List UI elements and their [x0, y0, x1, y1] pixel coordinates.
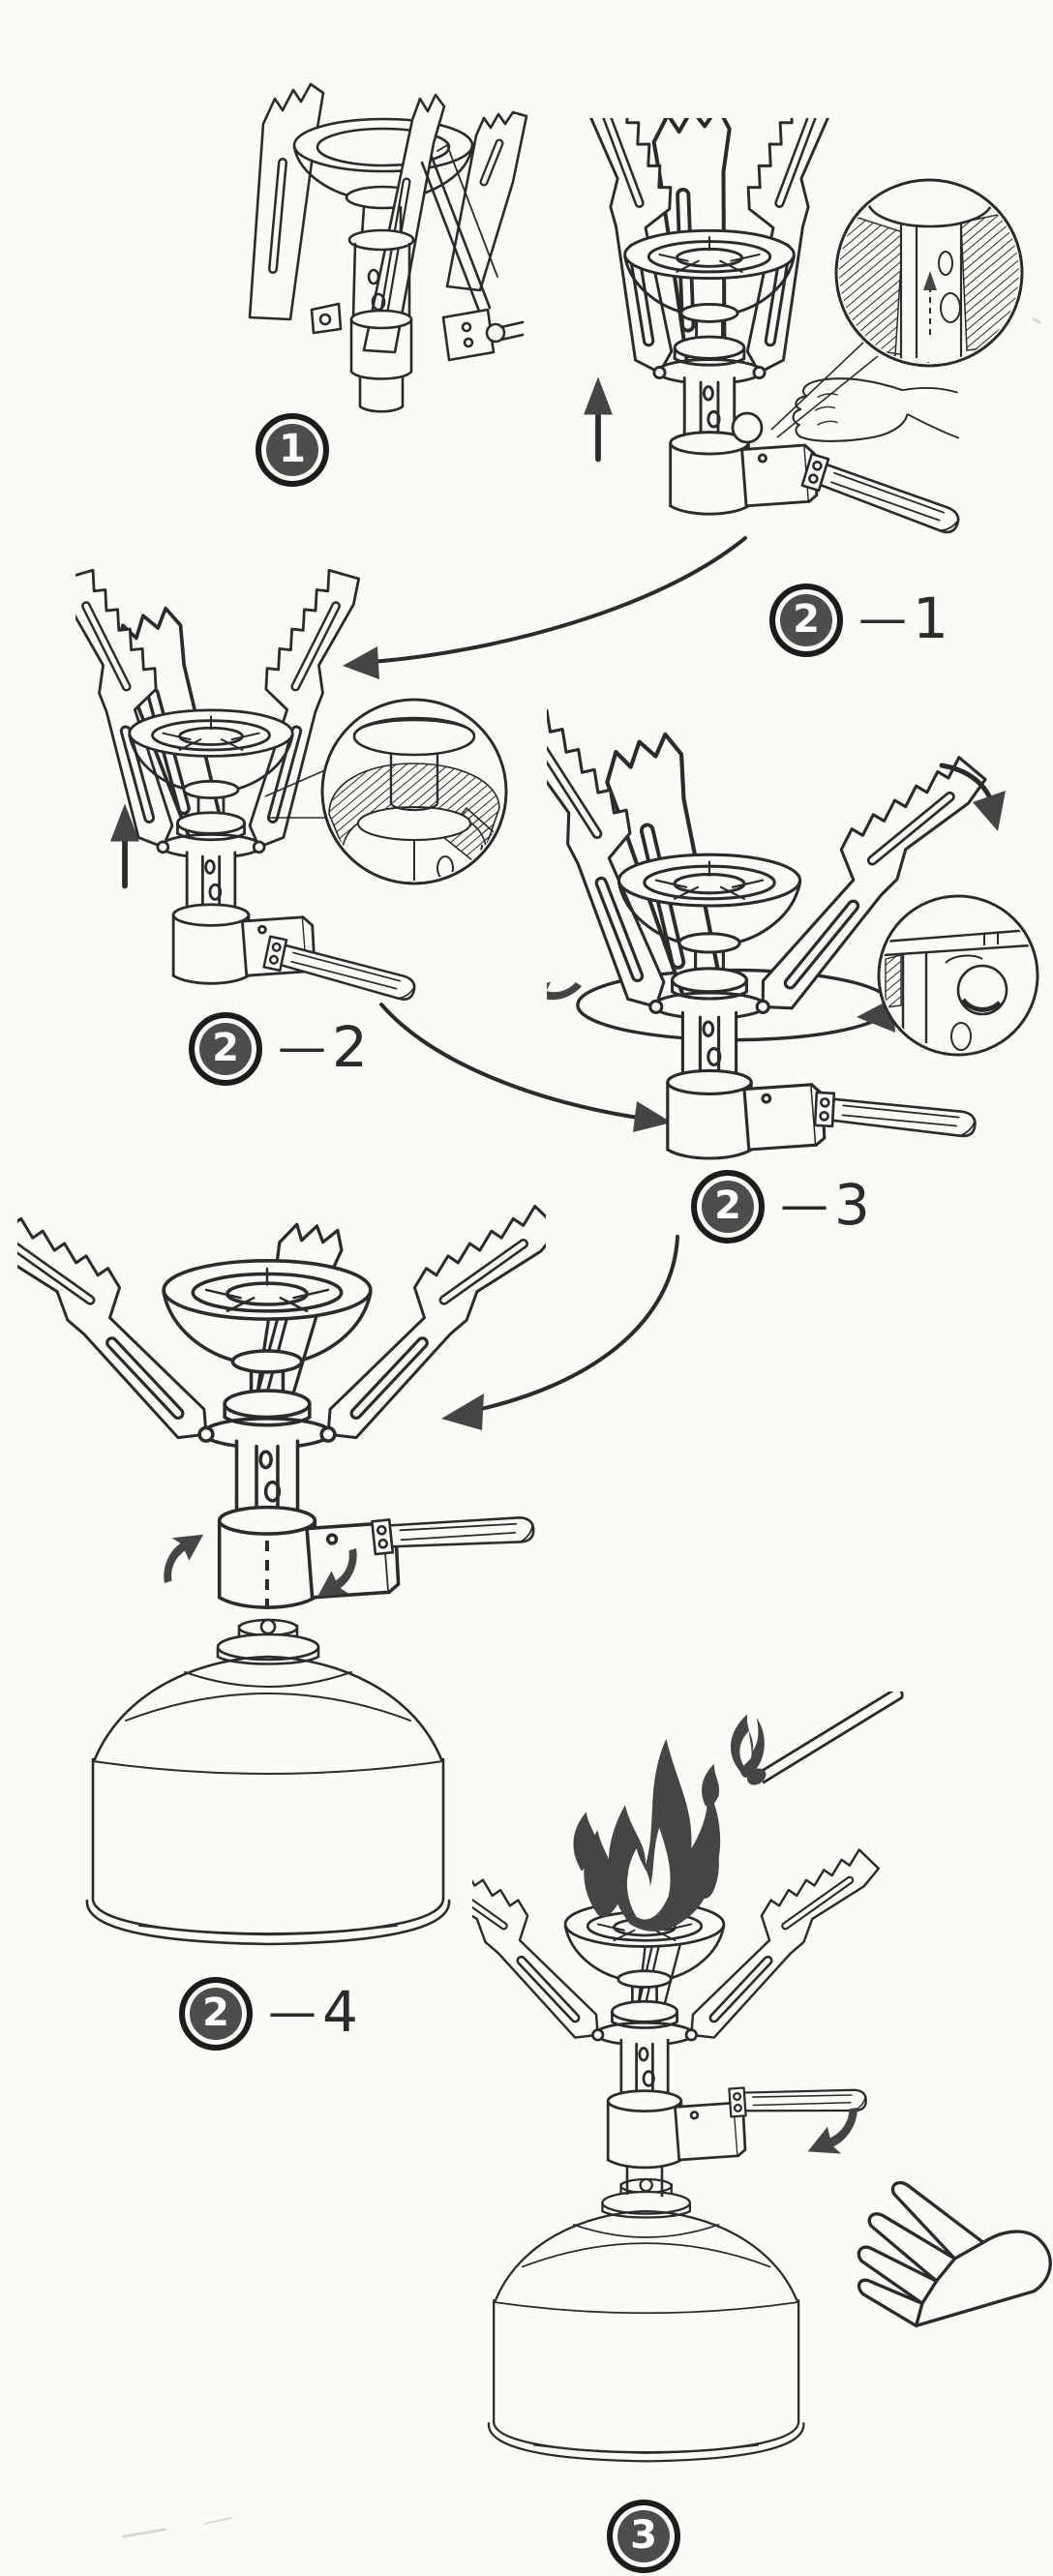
folded-leg-rods: [420, 155, 492, 315]
flow-arrow-2-3-to-2-4: [424, 1221, 705, 1444]
figure-step-1: [194, 27, 581, 426]
stove-lighting-illustration: [472, 1692, 1052, 2463]
step-suffix: 3: [834, 1172, 870, 1238]
stove-column: [347, 205, 415, 319]
step-label-1: 1: [256, 413, 350, 487]
step-suffix: 4: [322, 1979, 358, 2045]
stove-mount-illustration: [17, 1150, 546, 1946]
stove-folded-illustration: [248, 82, 528, 413]
step-separator: —: [278, 1019, 326, 1075]
stove-opening-illustration: [576, 118, 1024, 537]
step-badge: 2: [179, 1977, 253, 2051]
figure-step-2-2: [75, 564, 523, 1019]
step-label-2-1: 2 — 1: [769, 584, 948, 657]
step-suffix: 2: [332, 1014, 368, 1080]
stove-opening-illustration: [75, 564, 508, 1003]
hand-icon: [792, 377, 960, 442]
step-badge: 2: [769, 584, 843, 657]
figure-step-3: [472, 1692, 1053, 2576]
step-badge: 1: [256, 413, 329, 487]
support-pivot-knob: [731, 411, 764, 444]
flow-arrow-2-1-to-2-2: [339, 521, 761, 685]
rotation-arrow-icon: [939, 763, 1006, 831]
figure-step-2-3: [547, 709, 1053, 1180]
gas-canister: [487, 2177, 805, 2463]
hand-icon: [857, 2180, 1052, 2328]
flow-arrow-2-2-to-2-3: [366, 995, 685, 1145]
match-icon: [729, 1692, 904, 1790]
folding-handle: [799, 452, 966, 537]
step-separator: —: [858, 590, 907, 646]
flame-icon: [573, 1738, 721, 1932]
step-suffix: 1: [913, 585, 948, 651]
folding-handle: [728, 2078, 868, 2121]
step-separator: —: [268, 1984, 316, 2040]
up-arrow-icon: [584, 376, 613, 459]
step-label-3: 3: [607, 2500, 702, 2573]
step-label-2-4: 2 — 4: [179, 1977, 358, 2051]
figure-step-2-4: [17, 1150, 546, 1962]
magnifier-inset: [877, 894, 1039, 1057]
step-badge: 2: [189, 1012, 262, 1086]
step-separator: —: [780, 1177, 828, 1233]
rotation-arrow-icon: [799, 2105, 874, 2169]
stove-rotate-illustration: [547, 709, 1053, 1160]
valve-assembly: [310, 302, 525, 362]
figure-step-2-1: [576, 118, 1053, 571]
stove-base: [349, 309, 413, 413]
step-label-2-3: 2 — 3: [691, 1170, 870, 1243]
folding-handle: [813, 1091, 978, 1138]
rotation-arrow-icon: [145, 1520, 214, 1586]
step-label-2-2: 2 — 2: [189, 1012, 368, 1086]
step-badge: 3: [607, 2500, 680, 2573]
stove-canister-joint: [625, 2163, 664, 2197]
gas-canister: [85, 1618, 451, 1946]
step-badge: 2: [691, 1170, 765, 1243]
